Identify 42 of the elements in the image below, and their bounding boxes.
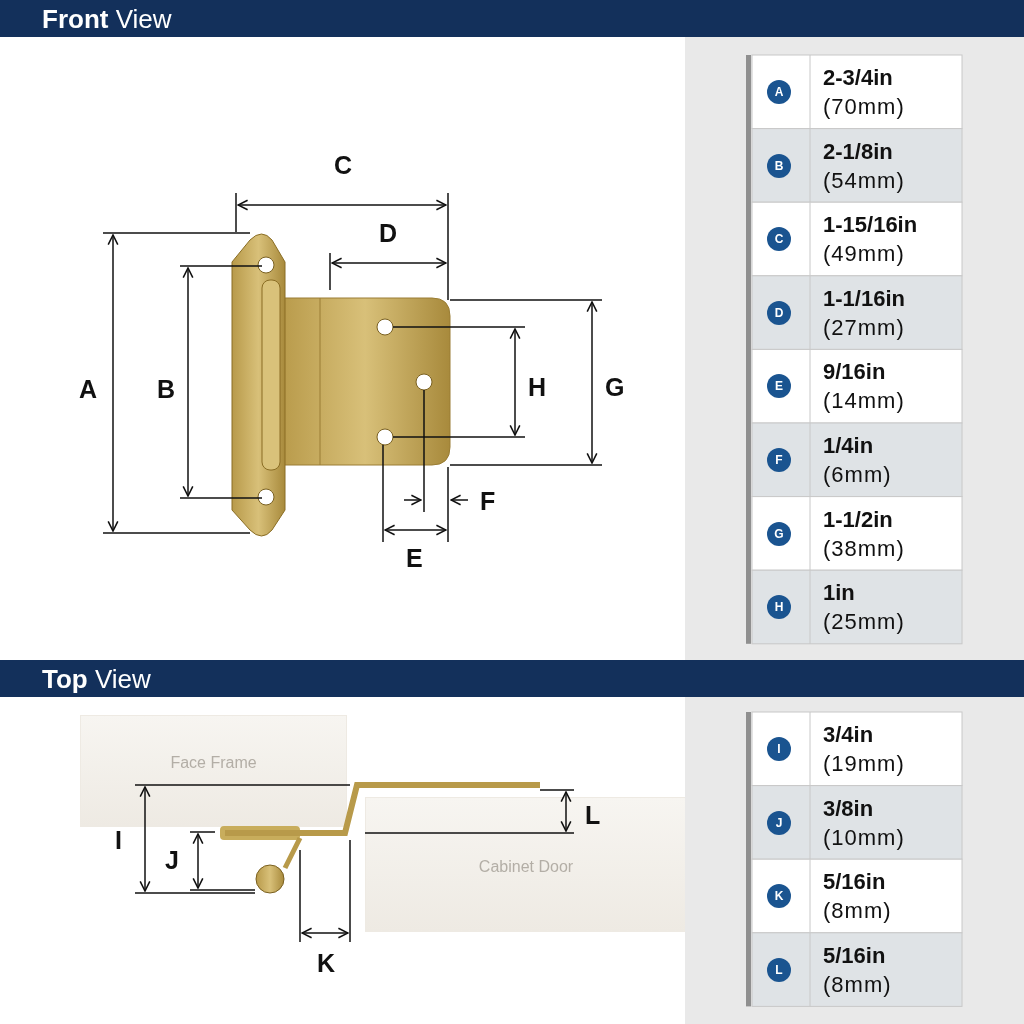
section-heading: Front View [42, 4, 172, 35]
dimension-value: (70mm) [823, 96, 905, 118]
dimension-value: 5/16in [823, 944, 886, 967]
dimension-value: 1in [823, 582, 855, 605]
dimension-value: (38mm) [823, 537, 905, 560]
dimension-value: 5/16in [823, 871, 886, 894]
dimension-letter: B [157, 377, 176, 402]
dimension-letter: H [528, 375, 547, 400]
dimension-letter: A [79, 377, 98, 402]
dimension-value: 3/4in [823, 724, 874, 746]
dimension-letter: G [605, 375, 625, 400]
dimension-value: 1/4in [823, 435, 874, 457]
dimension-letter: E [406, 546, 423, 571]
panel-block [80, 715, 347, 827]
dimension-value: (54mm) [823, 169, 905, 192]
dimension-value: (6mm) [823, 464, 892, 486]
dimension-letter: L [585, 803, 601, 828]
dimension-value: (14mm) [823, 390, 905, 413]
dimension-letter: I [115, 828, 122, 853]
dimension-value: 2-3/4in [823, 67, 893, 89]
dimension-value: (19mm) [823, 753, 905, 775]
dimension-letter: D [379, 221, 398, 246]
panel-label: Face Frame [169, 754, 258, 772]
dimension-letter: J [165, 848, 179, 873]
dimension-value: (8mm) [823, 900, 892, 923]
dimension-value: (25mm) [823, 611, 905, 634]
dimension-value: (8mm) [823, 973, 892, 996]
dimension-value: 9/16in [823, 361, 886, 384]
section-heading: Top View [42, 664, 151, 695]
dimension-letter: C [334, 153, 353, 178]
dimension-value: (27mm) [823, 316, 905, 339]
dimension-letter: K [317, 951, 336, 976]
dimension-letter: F [480, 489, 496, 514]
dimension-value: (10mm) [823, 826, 905, 849]
dimension-value: 1-1/16in [823, 287, 905, 310]
panel-block [365, 797, 687, 932]
panel-label: Cabinet Door [477, 858, 575, 876]
dimension-value: 2-1/8in [823, 140, 893, 163]
dimension-value: 1-1/2in [823, 508, 893, 531]
dimension-value: (49mm) [823, 243, 905, 266]
dimension-value: 1-15/16in [823, 214, 918, 237]
dimension-value: 3/8in [823, 797, 874, 820]
